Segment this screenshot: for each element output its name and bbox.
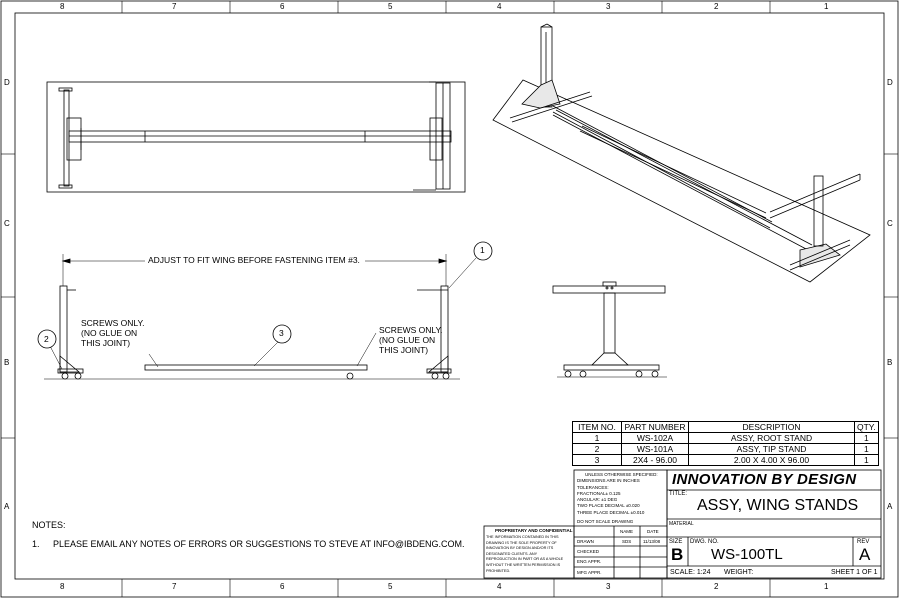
screws-note-right: SCREWS ONLY. (NO GLUE ON THIS JOINT) (379, 325, 443, 355)
zone-label-top: 7 (172, 2, 177, 11)
zone-label-top: 3 (606, 2, 611, 11)
drawn-date: 11/13/08 (643, 539, 661, 544)
tolerances-block: UNLESS OTHERWISE SPECIFIED: DIMENSIONS A… (577, 472, 658, 515)
zone-label-bottom: 4 (497, 582, 502, 591)
iso-ground-plane (492, 79, 871, 283)
zone-label-top: 6 (280, 2, 285, 11)
top-view-frame (46, 81, 466, 193)
zone-label-left: A (4, 502, 10, 511)
zone-label-bottom: 2 (714, 582, 719, 591)
checked-label: CHECKED (577, 549, 600, 554)
zone-label-bottom: 5 (388, 582, 393, 591)
item-balloons (37, 241, 493, 349)
zone-label-bottom: 7 (172, 582, 177, 591)
title-block-grid (483, 469, 882, 579)
drawing-title: ASSY, WING STANDS (697, 497, 859, 514)
bom-part: WS-101A (621, 443, 689, 455)
proprietary-text: THE INFORMATION CONTAINED IN THIS DRAWIN… (486, 535, 564, 573)
bom-qty: 1 (854, 443, 879, 455)
top-view-beam (68, 130, 452, 143)
zone-label-right: D (887, 78, 893, 87)
mfg-appr-label: MFG APPR. (577, 570, 602, 575)
weight-text: WEIGHT: (724, 569, 754, 576)
scale-text: SCALE: 1:24 (670, 569, 711, 576)
size-value: B (671, 545, 684, 564)
side-view-beam (144, 364, 368, 371)
bom-part: WS-102A (621, 432, 689, 444)
date-column-label: DATE (647, 529, 659, 534)
material-label: MATERIAL (669, 521, 694, 527)
inner-border (14, 12, 885, 580)
screws-note-left: SCREWS ONLY. (NO GLUE ON THIS JOINT) (81, 318, 145, 348)
bom-header: QTY. (854, 421, 879, 433)
bom-desc: 2.00 X 4.00 X 96.00 (688, 454, 855, 466)
rev-value: A (859, 545, 871, 564)
rev-label: REV (857, 539, 870, 545)
sheet-text: SHEET 1 OF 1 (831, 569, 878, 576)
end-view (552, 281, 667, 378)
bom-desc: ASSY, ROOT STAND (688, 432, 855, 444)
zone-label-bottom: 3 (606, 582, 611, 591)
balloon-3 (272, 324, 292, 344)
zone-label-top: 5 (388, 2, 393, 11)
bom-desc: ASSY, TIP STAND (688, 443, 855, 455)
bom-row: 1 WS-102A ASSY, ROOT STAND 1 (572, 432, 879, 444)
zone-label-right: C (887, 219, 893, 228)
side-view (44, 254, 477, 380)
dwg-no-value: WS-100TL (711, 546, 783, 563)
zone-label-bottom: 1 (824, 582, 829, 591)
dimension-note: ADJUST TO FIT WING BEFORE FASTENING ITEM… (148, 255, 360, 265)
bom-header-row: ITEM NO. PART NUMBER DESCRIPTION QTY. (572, 421, 879, 433)
balloon-label-2: 2 (44, 334, 49, 344)
company-name: INNOVATION BY DESIGN (672, 471, 857, 488)
bom-row: 2 WS-101A ASSY, TIP STAND 1 (572, 443, 879, 455)
bom-qty: 1 (854, 454, 879, 466)
balloon-label-3: 3 (279, 328, 284, 338)
balloon-label-1: 1 (480, 245, 485, 255)
bom-qty: 1 (854, 432, 879, 444)
zone-label-top: 8 (60, 2, 65, 11)
zone-label-top: 1 (824, 2, 829, 11)
zone-label-right: A (887, 502, 893, 511)
zone-label-bottom: 8 (60, 582, 65, 591)
zone-label-left: D (4, 78, 10, 87)
bom-part: 2X4 - 96.00 (621, 454, 689, 466)
zone-label-left: B (4, 358, 10, 367)
zone-label-right: B (887, 358, 893, 367)
bill-of-materials: ITEM NO. PART NUMBER DESCRIPTION QTY. 1 … (572, 421, 879, 466)
top-view (46, 81, 466, 193)
bom-header: PART NUMBER (621, 421, 689, 433)
drawn-name: SDS (622, 539, 632, 544)
zone-label-top: 2 (714, 2, 719, 11)
note-text: PLEASE EMAIL ANY NOTES OF ERRORS OR SUGG… (53, 539, 465, 549)
balloon-1 (473, 241, 493, 261)
drawn-label: DRAWN (577, 539, 594, 544)
bom-item: 2 (572, 443, 622, 455)
eng-appr-label: ENG APPR. (577, 559, 602, 564)
bom-row: 3 2X4 - 96.00 2.00 X 4.00 X 96.00 1 (572, 454, 879, 466)
note-number: 1. (32, 539, 40, 549)
zone-label-top: 4 (497, 2, 502, 11)
do-not-scale-text: DO NOT SCALE DRAWING (577, 519, 634, 524)
dwg-no-label: DWG. NO. (690, 539, 719, 545)
proprietary-heading: PROPRIETARY AND CONFIDENTIAL (495, 528, 573, 533)
notes-heading: NOTES: (32, 520, 66, 530)
zone-label-bottom: 6 (280, 582, 285, 591)
bom-header: DESCRIPTION (688, 421, 855, 433)
zone-label-left: C (4, 219, 10, 228)
root-foot-bar (63, 89, 70, 187)
bom-header: ITEM NO. (572, 421, 622, 433)
bom-item: 3 (572, 454, 622, 466)
title-label: TITLE: (669, 491, 688, 497)
name-column-label: NAME (620, 529, 634, 534)
bom-item: 1 (572, 432, 622, 444)
size-label: SIZE (669, 539, 683, 545)
balloon-2 (37, 329, 57, 349)
isometric-view (492, 23, 871, 283)
